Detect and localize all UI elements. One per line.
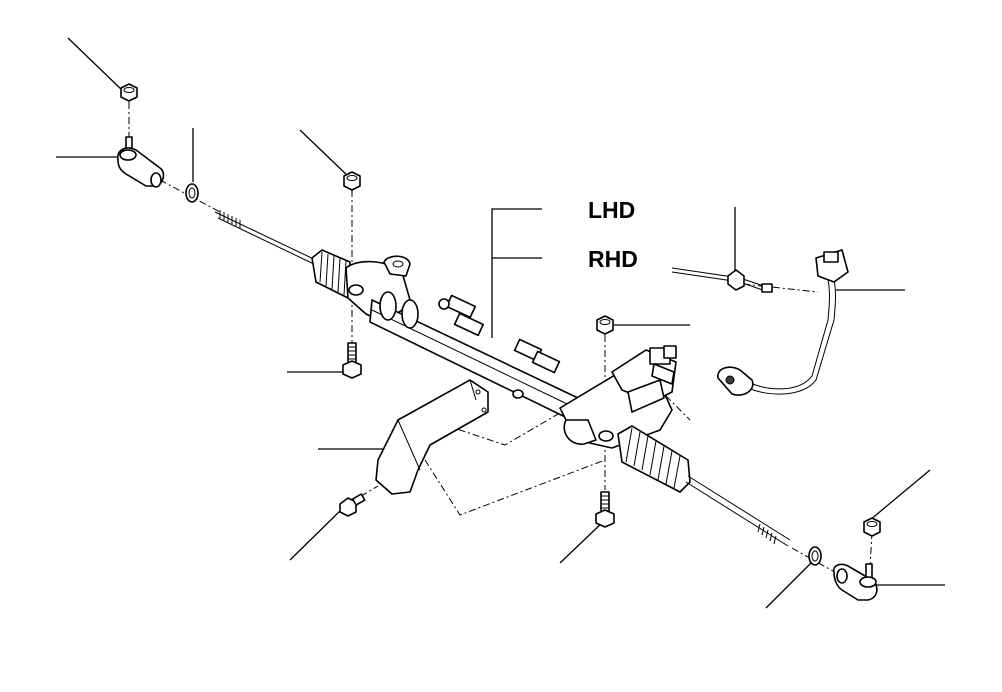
sensor-harness [717,249,849,396]
leader-bracket-bolt [289,507,344,561]
leader-left-mount-nut [299,129,351,179]
valve-body [559,345,677,449]
left-inner-tie-rod [214,210,321,267]
right-tie-rod-nut [863,517,881,537]
callout-leaders [56,37,945,609]
leader-bottom-right-nut [869,469,931,521]
left-mount-nut [343,171,361,191]
lhd-label: LHD [588,197,635,223]
assembly-axes [128,102,873,576]
bracket-bolt [339,493,366,517]
right-bellows-boot [617,425,691,493]
mounting-bracket [375,379,489,495]
rhd-label: RHD [588,246,638,272]
sensor-clip [671,267,773,293]
hydraulic-fitting-lower [513,338,561,374]
right-mount-bolt [595,491,615,528]
right-inner-tie-rod [685,475,791,547]
left-bellows-boot [311,249,351,299]
lhd-rhd-bracket [491,208,542,338]
left-lock-ring [185,183,199,203]
right-tie-rod-end [832,563,878,601]
leader-top-left-nut [67,37,125,93]
left-mount-bolt [342,342,362,379]
leader-right-lock-ring [765,561,813,609]
left-tie-rod-nut [120,83,138,102]
leader-right-mount-bolt [559,520,605,564]
right-mount-nut [596,315,614,335]
left-tie-rod-end [116,136,165,188]
right-lock-ring [808,546,822,566]
hydraulic-fitting-upper [438,294,485,337]
